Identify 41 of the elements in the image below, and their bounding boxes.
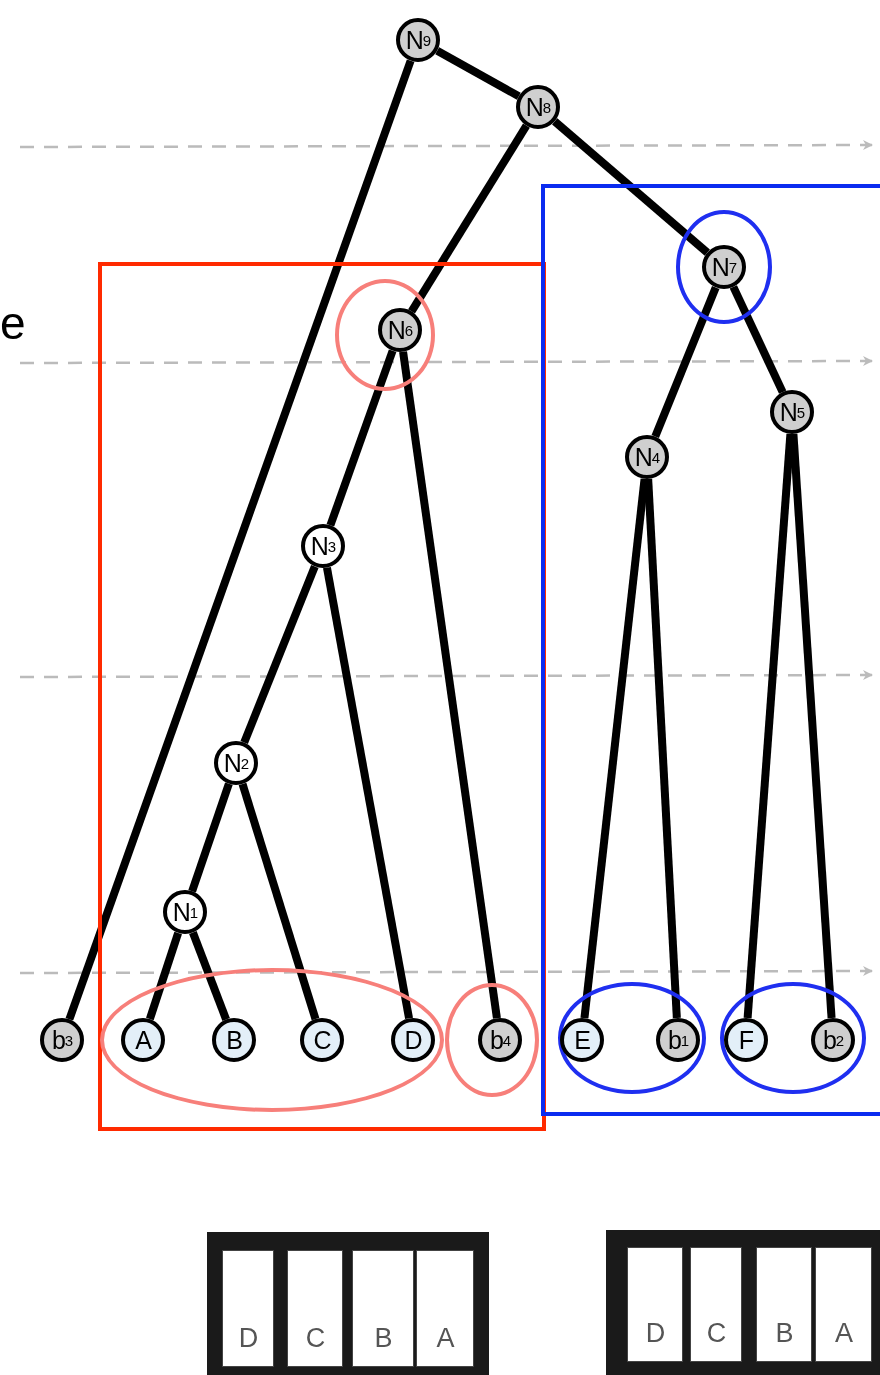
tree-branch [189,931,230,1021]
tree-branch [729,285,787,394]
tree-node: A [121,1018,165,1062]
slot-cell: D [222,1250,274,1367]
highlight-ellipse [720,982,866,1094]
tree-branch [65,59,415,1021]
tree-branch [435,47,521,100]
group-frame [541,184,880,1116]
group-frame [98,262,546,1131]
highlight-ellipse [676,210,772,324]
highlight-ellipse [100,968,444,1112]
tree-branch [408,123,530,314]
tree-branch [399,351,501,1019]
slot-cell: A [815,1247,872,1362]
highlight-ellipse [335,279,435,391]
tree-branch [323,566,413,1020]
tree-branch [240,564,319,745]
slot-cell: A [416,1250,474,1367]
tree-branch [552,118,710,256]
slot-cell: D [627,1247,683,1362]
tree-node: F [724,1018,768,1062]
tree-node: B [212,1018,256,1062]
tree-branch [580,478,649,1019]
slot-cell: C [690,1247,742,1362]
text-fragment: e [0,300,26,346]
tree-node: C [300,1018,344,1062]
highlight-ellipse [558,982,706,1094]
slot-cell: B [352,1250,414,1367]
tree-branch [789,433,836,1019]
tree-branch [326,349,397,527]
tree-node: D [391,1018,435,1062]
tree-branch [188,782,233,893]
highlight-ellipse [445,983,539,1097]
rack-drawing [207,1232,489,1375]
tree-node: E [560,1018,604,1062]
tree-branch [651,285,720,439]
slot-cell: B [756,1247,812,1362]
rack-drawing [606,1230,880,1375]
tree-branch [238,782,320,1021]
slot-cell: C [287,1250,343,1367]
tree-branch [743,433,795,1019]
